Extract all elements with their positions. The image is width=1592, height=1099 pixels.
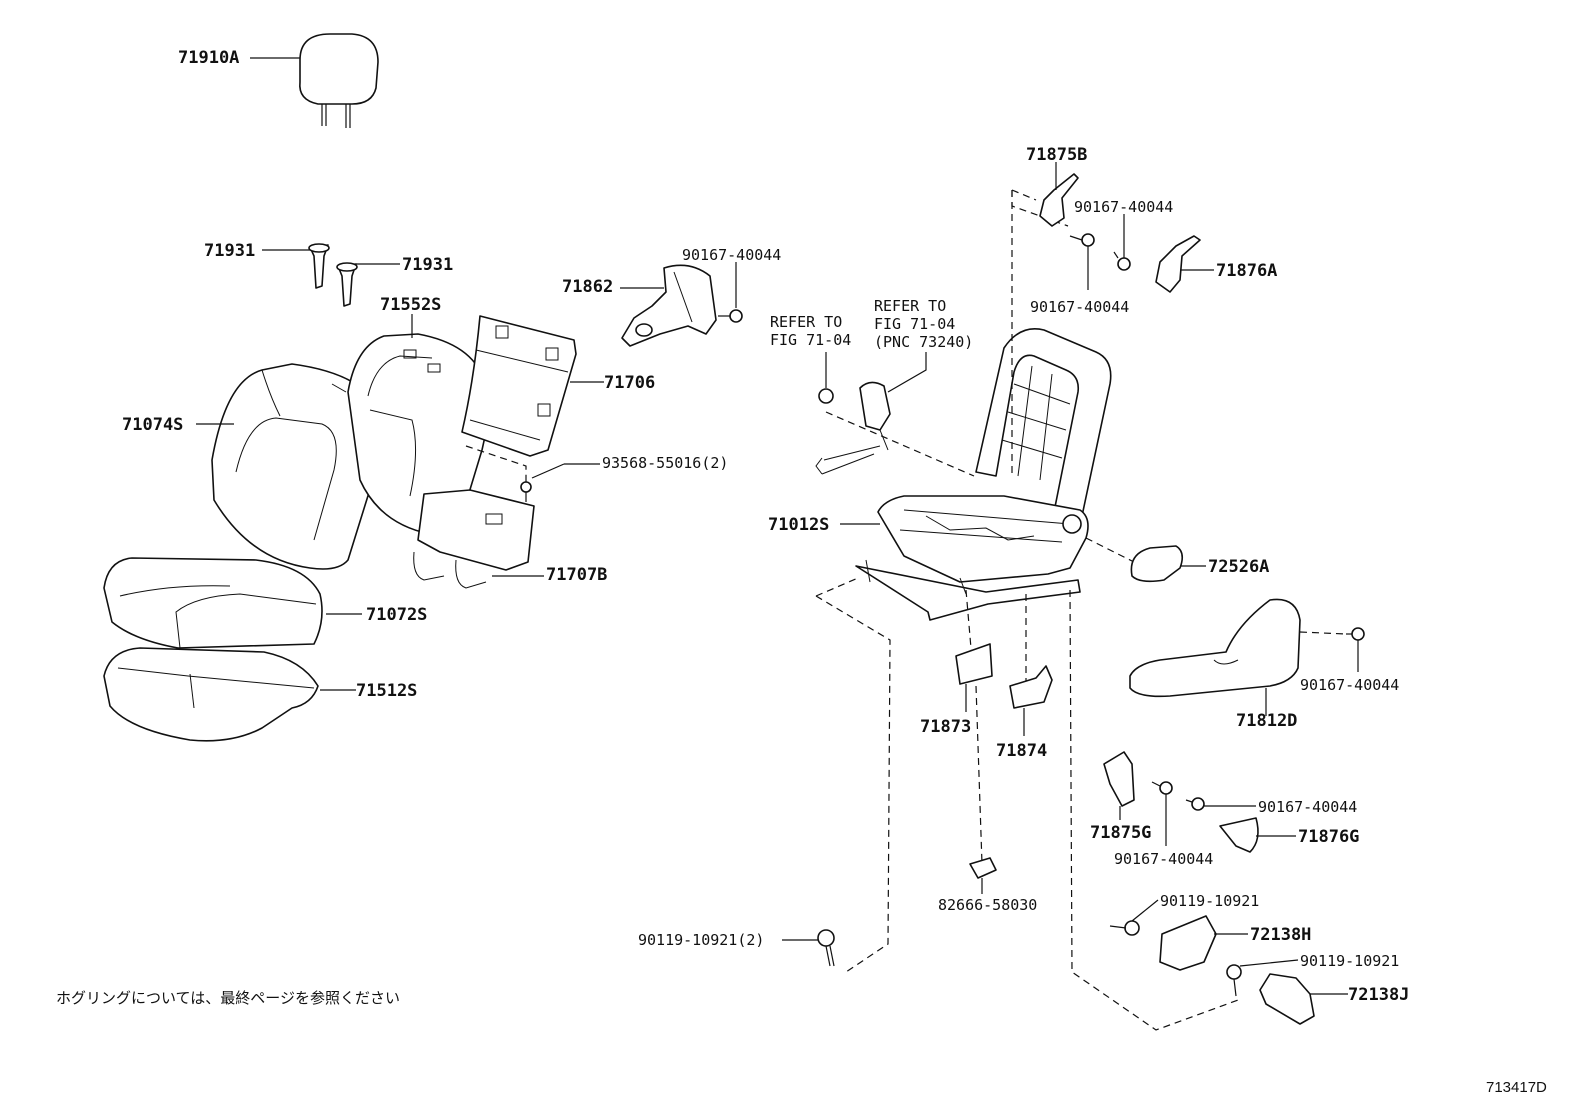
cushion-cover-icon bbox=[103, 557, 323, 649]
bracket-icon bbox=[955, 643, 1053, 709]
seatbelt-buckle-icon bbox=[815, 381, 891, 475]
refer-right-line2[interactable]: FIG 71-04 bbox=[874, 315, 955, 333]
headrest-icon bbox=[299, 33, 379, 128]
label-clip[interactable]: 82666-58030 bbox=[938, 896, 1037, 914]
label-cover-h[interactable]: 72138H bbox=[1250, 925, 1311, 945]
label-bolt-left[interactable]: 90119-10921(2) bbox=[638, 931, 764, 949]
label-screw-lower-b[interactable]: 90167-40044 bbox=[1258, 798, 1357, 816]
label-screw-lower-a[interactable]: 90167-40044 bbox=[1114, 850, 1213, 868]
label-screw-top-b[interactable]: 90167-40044 bbox=[1030, 298, 1129, 316]
refer-right-line1[interactable]: REFER TO bbox=[874, 297, 946, 315]
label-bolt-right-b[interactable]: 90119-10921 bbox=[1300, 952, 1399, 970]
refer-right-line3[interactable]: (PNC 73240) bbox=[874, 333, 973, 351]
label-cushion-cover[interactable]: 71072S bbox=[366, 605, 427, 625]
seatback-board-icon bbox=[461, 315, 577, 457]
label-screw-top-a[interactable]: 90167-40044 bbox=[1074, 198, 1173, 216]
refer-left-line2[interactable]: FIG 71-04 bbox=[770, 331, 851, 349]
label-lever-lower[interactable]: 71875G bbox=[1090, 823, 1151, 843]
clip-icon bbox=[969, 857, 997, 879]
bolt-icon bbox=[1346, 627, 1365, 641]
lever-icon bbox=[1155, 235, 1201, 293]
seatback-pad-icon bbox=[347, 333, 489, 535]
seatback-lower-board-icon bbox=[413, 489, 535, 589]
support-icon bbox=[308, 243, 358, 307]
label-cushion-pad[interactable]: 71512S bbox=[356, 681, 417, 701]
label-back-pad[interactable]: 71552S bbox=[380, 295, 441, 315]
label-bracket-b[interactable]: 71874 bbox=[996, 741, 1047, 761]
lever-icon bbox=[1219, 817, 1259, 853]
label-back-board[interactable]: 71706 bbox=[604, 373, 655, 393]
refer-left-line1[interactable]: REFER TO bbox=[770, 313, 842, 331]
cover-icon bbox=[1259, 973, 1315, 1025]
screw-icon bbox=[520, 481, 532, 502]
seatback-cover-icon bbox=[211, 363, 383, 570]
lever-icon bbox=[1039, 173, 1079, 227]
label-shield-screw[interactable]: 90167-40044 bbox=[1300, 676, 1399, 694]
bracket-icon bbox=[621, 264, 717, 347]
label-headrest[interactable]: 71910A bbox=[178, 48, 239, 68]
bolt-icon bbox=[817, 929, 835, 967]
label-support-left[interactable]: 71931 bbox=[204, 241, 255, 261]
bolt-icon bbox=[718, 309, 743, 323]
bolt-icon bbox=[1069, 233, 1131, 271]
label-back-lower-board[interactable]: 71707B bbox=[546, 565, 607, 585]
cushion-pad-icon bbox=[103, 647, 319, 742]
shield-icon bbox=[1129, 598, 1301, 698]
hog-ring-note: ホグリングについては、最終ページを参照ください bbox=[56, 989, 400, 1007]
bolt-icon bbox=[1226, 964, 1242, 997]
label-back-cover[interactable]: 71074S bbox=[122, 415, 183, 435]
label-screw-back[interactable]: 93568-55016(2) bbox=[602, 454, 728, 472]
diagram-code: 713417D bbox=[1486, 1079, 1547, 1096]
nut-icon bbox=[818, 388, 834, 404]
label-lever-lower-right[interactable]: 71876G bbox=[1298, 827, 1359, 847]
label-knob[interactable]: 72526A bbox=[1208, 557, 1269, 577]
label-screw-upper[interactable]: 90167-40044 bbox=[682, 246, 781, 264]
label-bracket-a[interactable]: 71873 bbox=[920, 717, 971, 737]
seat-frame-icon bbox=[855, 328, 1112, 621]
bolt-icon bbox=[1151, 781, 1205, 811]
label-frame[interactable]: 71012S bbox=[768, 515, 829, 535]
label-lever-top[interactable]: 71875B bbox=[1026, 145, 1087, 165]
knob-icon bbox=[1130, 545, 1184, 583]
label-shield[interactable]: 71812D bbox=[1236, 711, 1297, 731]
label-bolt-right-a[interactable]: 90119-10921 bbox=[1160, 892, 1259, 910]
bolt-icon bbox=[1109, 920, 1140, 936]
label-lever-right[interactable]: 71876A bbox=[1216, 261, 1277, 281]
label-support-right[interactable]: 71931 bbox=[402, 255, 453, 275]
cover-icon bbox=[1159, 915, 1217, 971]
label-bracket-upper[interactable]: 71862 bbox=[562, 277, 613, 297]
lever-icon bbox=[1103, 751, 1135, 807]
label-cover-j[interactable]: 72138J bbox=[1348, 985, 1409, 1005]
